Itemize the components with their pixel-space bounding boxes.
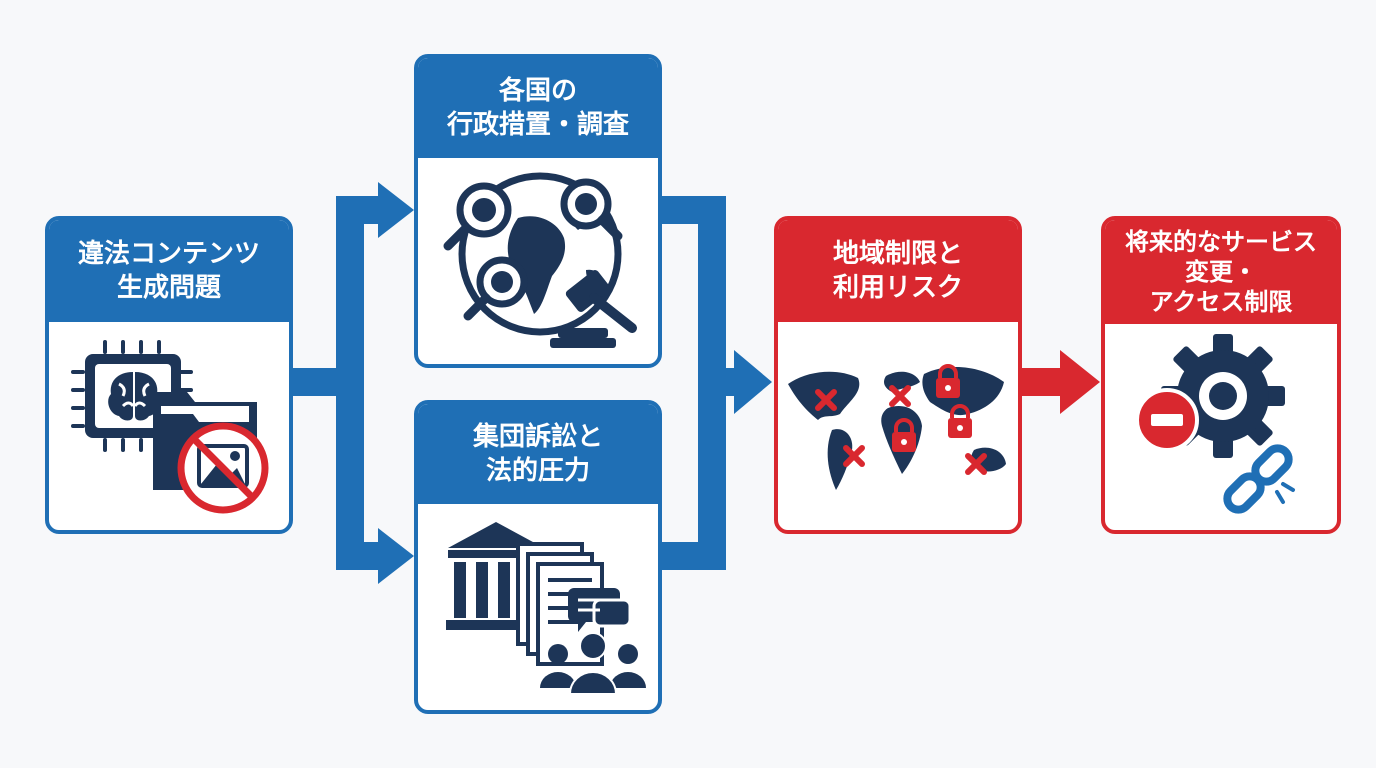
gear-icon [1161, 334, 1285, 458]
node-title-line: 変更・ [1185, 258, 1257, 286]
arrow-head-to-class-action [378, 528, 414, 584]
people-group-icon [540, 632, 646, 695]
arrow-head-to-regional [734, 350, 772, 414]
node-title-line: 利用リスク [832, 273, 963, 303]
node-title-line: 将来的なサービス [1125, 228, 1317, 256]
arrow-trunk-from-illegal [290, 368, 340, 396]
prohibited-image-icon [177, 422, 269, 514]
node-class-action-title: 集団訴訟と 法的圧力 [418, 404, 658, 504]
arrow-branch-vertical [336, 196, 364, 570]
node-title-line: 行政措置・調査 [446, 110, 629, 140]
node-title-line: 各国の [498, 76, 577, 106]
node-government-action-title: 各国の 行政措置・調査 [418, 58, 658, 158]
gavel-icon [550, 270, 637, 348]
broken-link-icon [1223, 444, 1295, 514]
red-x-icon [815, 385, 987, 475]
node-class-action: 集団訴訟と 法的圧力 [414, 400, 662, 714]
node-regional-restriction: 地域制限と 利用リスク [774, 216, 1022, 534]
node-title-line: アクセス制限 [1149, 288, 1293, 316]
node-illegal-content: 違法コンテンツ 生成問題 [45, 216, 293, 534]
node-title-line: 集団訴訟と [472, 422, 603, 452]
node-illegal-content-title: 違法コンテンツ 生成問題 [49, 220, 289, 322]
magnifier-icon [443, 178, 623, 321]
node-title-line: 生成問題 [116, 273, 221, 303]
minus-circle-icon [1135, 388, 1199, 452]
lock-icon [892, 364, 972, 452]
node-regional-restriction-title: 地域制限と 利用リスク [778, 220, 1018, 322]
node-title-line: 法的圧力 [485, 456, 590, 486]
node-government-action: 各国の 行政措置・調査 [414, 54, 662, 368]
arrow-to-future-change [1020, 368, 1064, 396]
node-future-change: 将来的なサービス 変更・ アクセス制限 [1101, 216, 1341, 534]
node-future-change-title: 将来的なサービス 変更・ アクセス制限 [1105, 220, 1337, 324]
node-title-line: 地域制限と [832, 239, 963, 269]
arrow-head-to-government [378, 182, 414, 238]
node-title-line: 違法コンテンツ [77, 239, 260, 269]
chat-icon [568, 588, 632, 632]
arrow-head-to-future-change [1060, 350, 1100, 414]
